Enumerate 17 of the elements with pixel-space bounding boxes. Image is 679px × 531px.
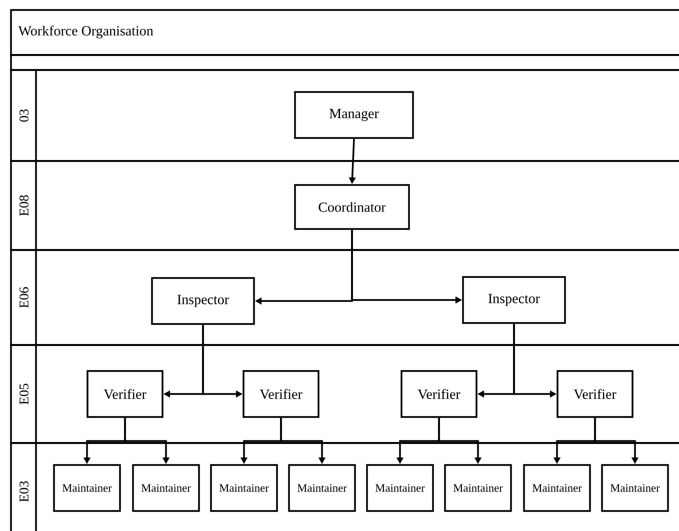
role-box: Maintainer (288, 464, 356, 512)
role-box: Maintainer (523, 464, 591, 512)
role-box: Maintainer (53, 464, 121, 512)
role-box: Coordinator (294, 184, 410, 230)
role-box: Verifier (242, 370, 320, 418)
role-box: Inspector (151, 277, 255, 325)
header-band: Workforce Organisation (10, 9, 679, 71)
role-box: Verifier (86, 370, 164, 418)
role-box: Inspector (462, 276, 566, 324)
role-box: Manager (294, 91, 414, 139)
role-box: Maintainer (210, 464, 278, 512)
role-box: Maintainer (132, 464, 200, 512)
role-box: Verifier (556, 370, 634, 418)
role-box: Maintainer (601, 464, 669, 512)
role-box: Verifier (400, 370, 478, 418)
role-box: Maintainer (366, 464, 434, 512)
role-box: Maintainer (444, 464, 512, 512)
